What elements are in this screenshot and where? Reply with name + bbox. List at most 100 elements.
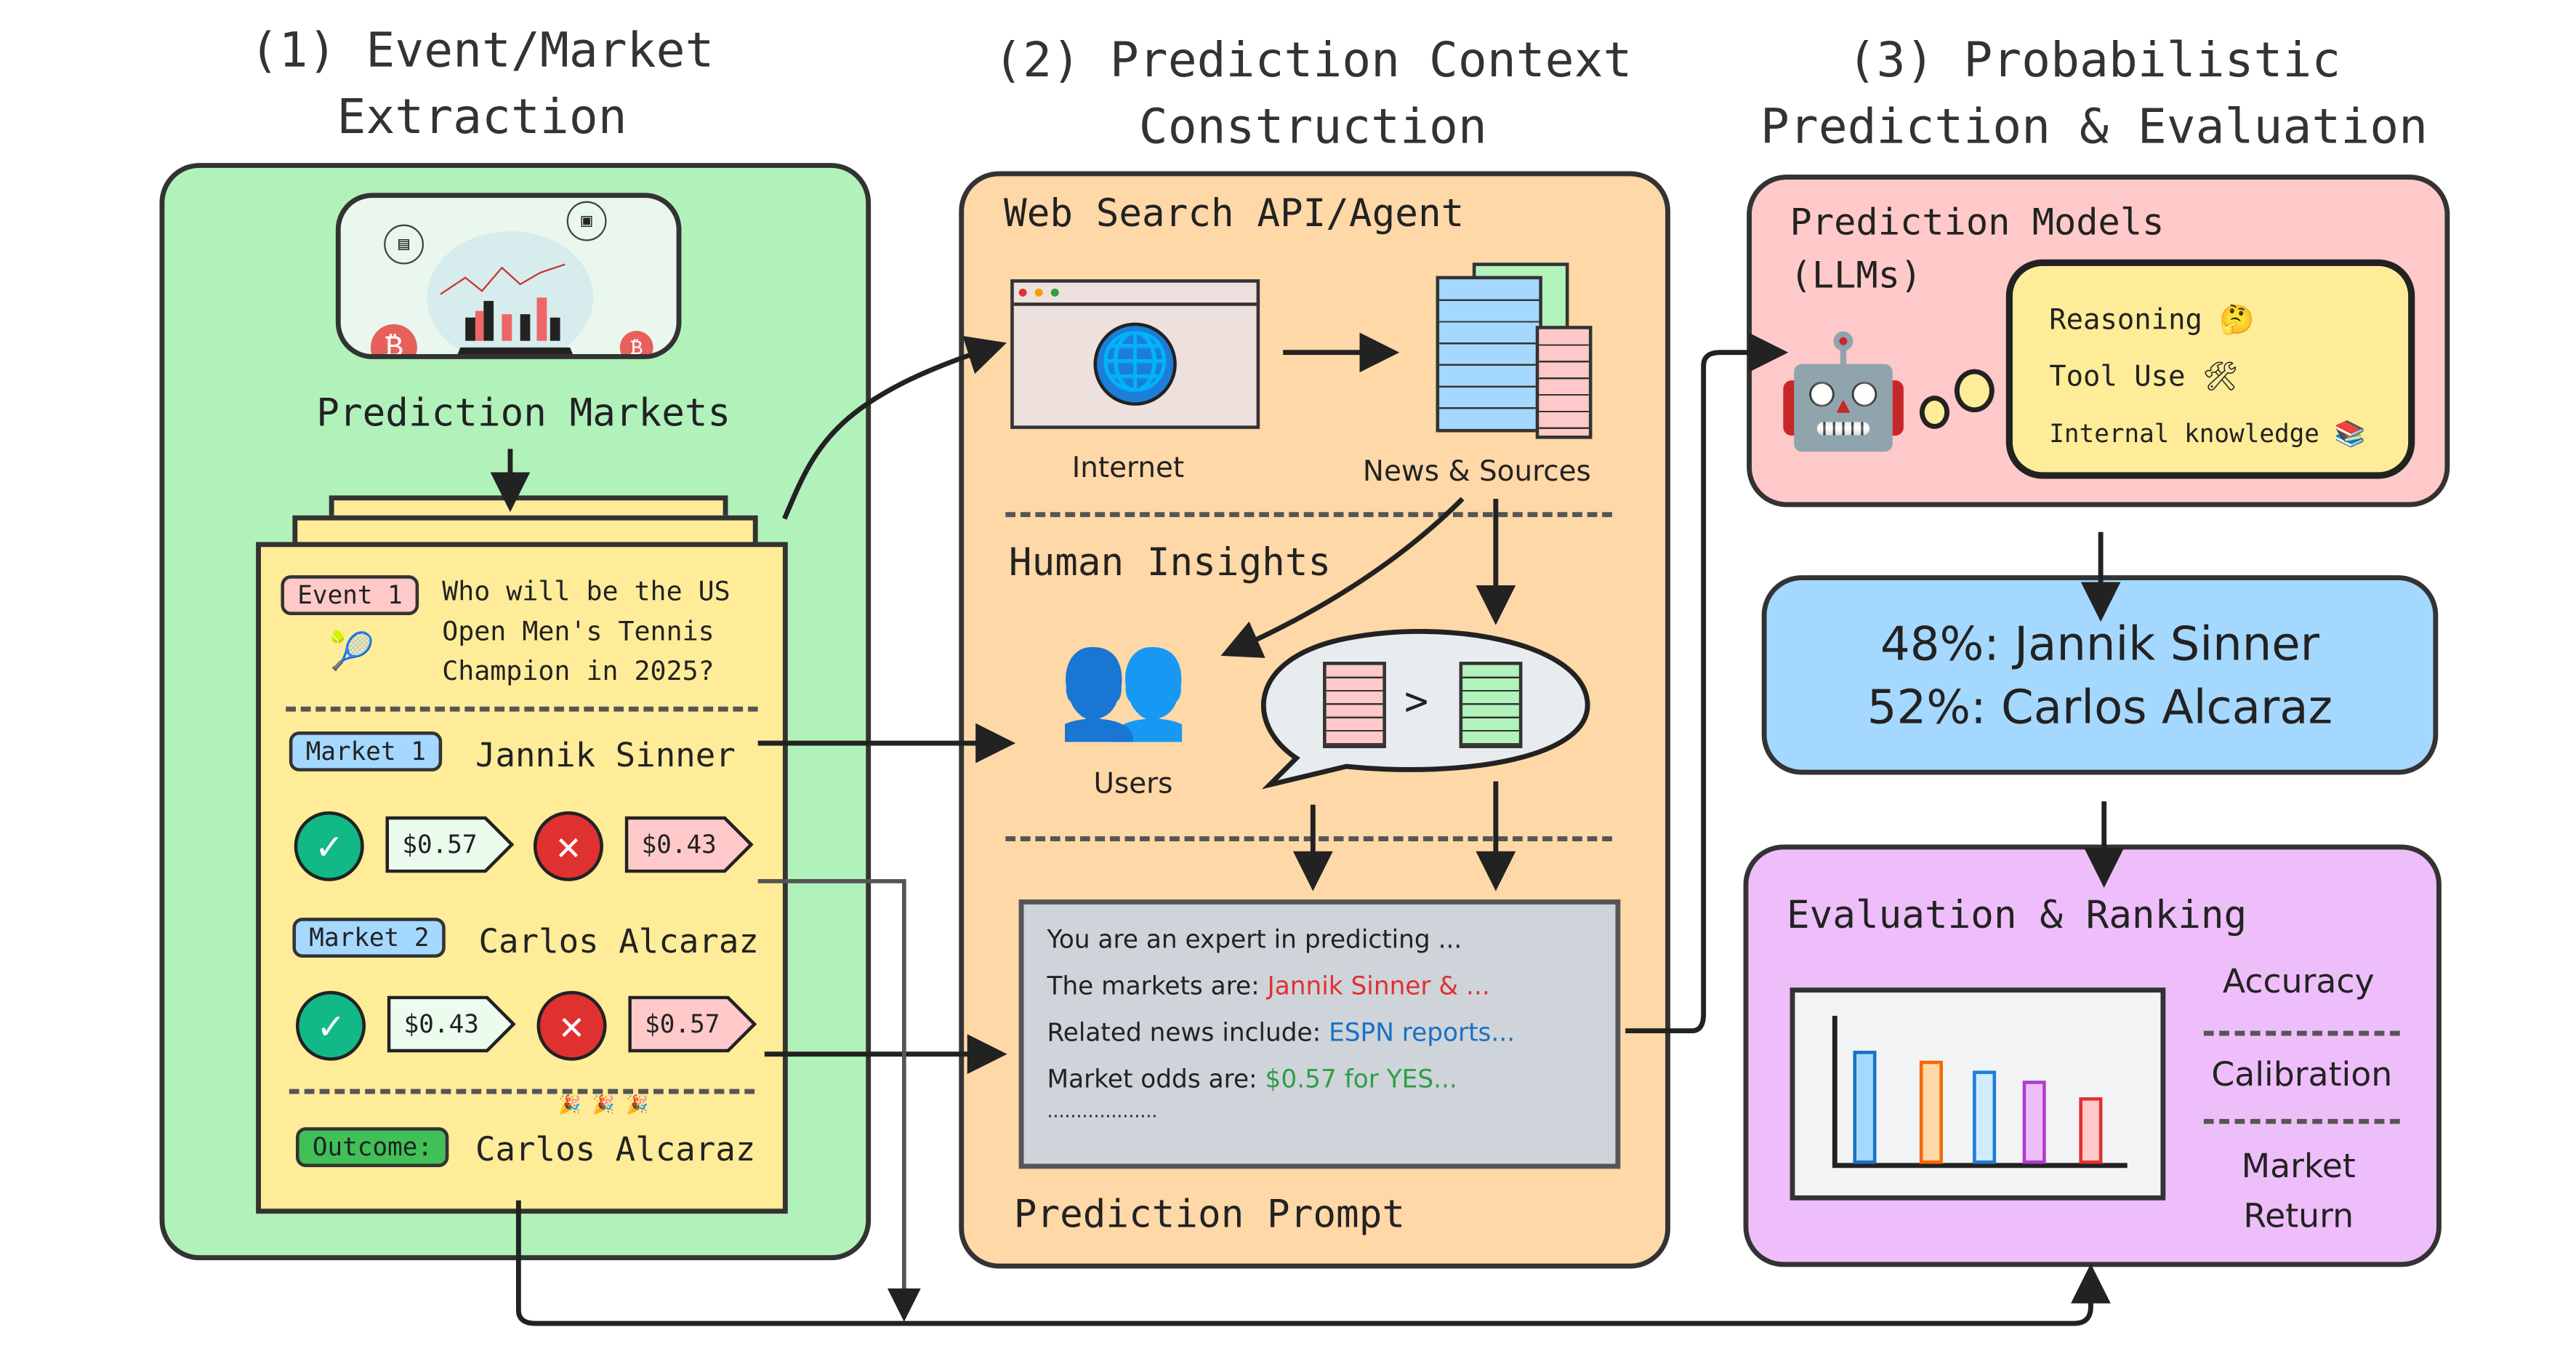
prompt-text: Market odds are: xyxy=(1047,1064,1257,1094)
prompt-line: You are an expert in predicting ... xyxy=(1047,924,1462,955)
news-sources-label: News & Sources xyxy=(1362,455,1591,489)
users-label: Users xyxy=(1093,768,1173,802)
thinking-face-icon: 🤔 xyxy=(2219,304,2255,338)
ranking-bar-chart-icon xyxy=(1790,987,2166,1200)
step2-title-line2: Construction xyxy=(1138,97,1487,155)
globe-icon: 🌐 xyxy=(1093,322,1177,406)
result-line: 52%: Carlos Alcaraz xyxy=(1867,680,2333,735)
divider xyxy=(1005,512,1612,518)
divider xyxy=(289,1089,755,1094)
metric-line: Market xyxy=(2241,1145,2356,1186)
step2-title: (2) Prediction Context Construction xyxy=(947,27,1678,160)
bar xyxy=(1973,1070,1997,1164)
step3-title-line1: (3) Probabilistic xyxy=(1847,31,2341,89)
metric-line: Return xyxy=(2243,1195,2354,1235)
prompt-line: ................... xyxy=(1047,1100,1158,1123)
prediction-results-box: 48%: Jannik Sinner 52%: Carlos Alcaraz xyxy=(1761,575,2439,775)
bar xyxy=(2079,1097,2103,1164)
event-question: Who will be the US Open Men's Tennis Cha… xyxy=(442,572,730,692)
price-text: $0.57 xyxy=(645,1009,720,1040)
price-text: $0.43 xyxy=(641,829,717,860)
step3-title-line2: Prediction & Evaluation xyxy=(1760,97,2428,155)
internet-browser-icon: ● ● ● 🌐 xyxy=(1010,279,1260,429)
market-2-yes-price: $0.43 xyxy=(387,995,517,1053)
capabilities-box: Reasoning 🤔 Tool Use 🛠 Internal knowledg… xyxy=(2005,259,2415,479)
comparison-symbol: > xyxy=(1404,678,1429,725)
robot-icon: 🤖 xyxy=(1774,327,1912,456)
price-text: $0.57 xyxy=(402,829,478,860)
human-insights-label: Human Insights xyxy=(1008,542,1332,585)
prompt-text: The markets are: xyxy=(1047,971,1260,1001)
metric-market-return: Market Return xyxy=(2191,1141,2407,1240)
hammer-wrench-icon: 🛠 xyxy=(2202,361,2239,394)
no-cross-icon: ✕ xyxy=(533,811,603,881)
prompt-text: Related news include: xyxy=(1047,1017,1321,1048)
news-document-icon xyxy=(1436,276,1542,433)
title-line: Prediction Models xyxy=(1790,202,2165,245)
outcome-tag: Outcome: xyxy=(295,1127,449,1168)
event-question-line: Open Men's Tennis xyxy=(442,615,715,647)
prediction-prompt-label: Prediction Prompt xyxy=(1013,1193,1406,1238)
prompt-line: Market odds are: $0.57 for YES... xyxy=(1047,1064,1592,1094)
step2-title-line1: (2) Prediction Context xyxy=(994,31,1633,89)
bitcoin-small-icon: ₿ xyxy=(619,331,653,355)
capability-tool-use: Tool Use 🛠 xyxy=(2049,349,2408,406)
outcome-value: Carlos Alcaraz xyxy=(475,1129,756,1169)
prompt-line: Related news include: ESPN reports... xyxy=(1047,1017,1592,1047)
prediction-models-title: Prediction Models (LLMs) xyxy=(1790,198,2165,304)
metric-calibration: Calibration xyxy=(2211,1054,2393,1094)
capability-reasoning: Reasoning 🤔 xyxy=(2049,292,2408,349)
market-2-no-price: $0.57 xyxy=(628,995,757,1053)
step3-title: (3) Probabilistic Prediction & Evaluatio… xyxy=(1728,27,2460,160)
prediction-markets-label: Prediction Markets xyxy=(316,392,731,436)
market-1-no-price: $0.43 xyxy=(624,816,754,873)
low-quality-source-icon xyxy=(1323,662,1386,748)
yes-check-icon: ✓ xyxy=(295,990,366,1061)
capability-label: Reasoning xyxy=(2049,304,2202,338)
market-1-tag: Market 1 xyxy=(289,731,443,771)
price-text: $0.43 xyxy=(403,1009,479,1040)
step1-title-line2: Extraction xyxy=(337,88,627,145)
high-quality-source-icon xyxy=(1459,662,1523,748)
users-icon: 👥 xyxy=(1057,623,1190,747)
capability-label: Tool Use xyxy=(2049,361,2186,394)
yes-check-icon: ✓ xyxy=(294,811,364,881)
tennis-ball-icon: 🎾 xyxy=(329,631,375,674)
prediction-results: 48%: Jannik Sinner 52%: Carlos Alcaraz xyxy=(1767,580,2434,740)
party-popper-icons: 🎉 🎉 🎉 xyxy=(558,1094,649,1116)
prompt-highlight: ESPN reports... xyxy=(1329,1017,1516,1048)
prompt-highlight: $0.57 for YES... xyxy=(1265,1064,1457,1094)
thought-bubble-dot xyxy=(1954,369,1995,413)
bar-chart-graphic xyxy=(1832,1016,2128,1168)
books-icon: 📚 xyxy=(2334,419,2366,449)
market-2-name: Carlos Alcaraz xyxy=(478,921,759,961)
thought-bubble-dot xyxy=(1919,396,1950,429)
capability-internal-knowledge: Internal knowledge 📚 xyxy=(2049,406,2408,462)
divider xyxy=(2203,1030,2400,1036)
capability-label: Internal knowledge xyxy=(2049,419,2319,449)
document-icon: ▣ xyxy=(566,201,607,241)
prediction-prompt-box: You are an expert in predicting ... The … xyxy=(1018,899,1621,1169)
event-question-line: Champion in 2025? xyxy=(442,654,715,687)
prediction-markets-illustration: ₿ ₿ ▤ ▣ xyxy=(335,193,682,359)
step1-title: (1) Event/Market Extraction xyxy=(183,17,781,150)
internet-label: Internet xyxy=(1071,452,1185,486)
news-icon: ▤ xyxy=(384,224,424,265)
event-tag: Event 1 xyxy=(281,575,419,616)
divider xyxy=(286,706,758,712)
bar xyxy=(2022,1081,2046,1164)
bar xyxy=(1919,1060,1943,1164)
prompt-highlight: Jannik Sinner & ... xyxy=(1267,971,1490,1001)
result-line: 48%: Jannik Sinner xyxy=(1880,617,2319,672)
market-2-tag: Market 2 xyxy=(292,918,446,958)
market-1-name: Jannik Sinner xyxy=(475,734,736,775)
event-question-line: Who will be the US xyxy=(442,575,730,607)
market-1-yes-price: $0.57 xyxy=(385,816,515,873)
metric-accuracy: Accuracy xyxy=(2222,961,2375,1001)
bitcoin-icon: ₿ xyxy=(370,324,417,355)
chart-in-ball-icon xyxy=(440,263,573,355)
no-cross-icon: ✕ xyxy=(536,990,607,1061)
divider xyxy=(1005,836,1612,841)
sources-document-icon xyxy=(1535,326,1593,439)
